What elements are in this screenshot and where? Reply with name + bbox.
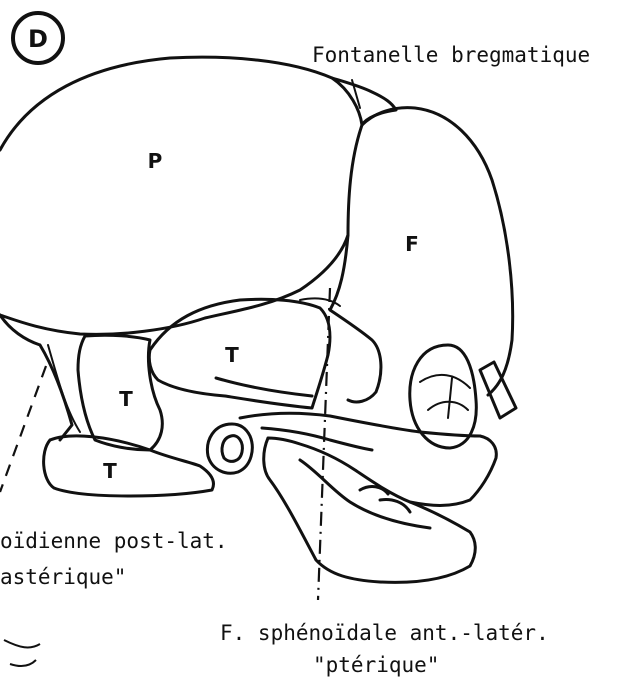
panel-label-text: D [28, 25, 48, 53]
orbit-inner-detail [420, 375, 470, 418]
temporal-mid-label: T [119, 387, 133, 411]
temporal-lower-label: T [103, 459, 117, 483]
posterior-plate-outline [0, 315, 72, 440]
temporal-upper-label: T [225, 343, 239, 367]
ear-canal-inner [222, 436, 242, 462]
frontal-label: F [405, 232, 419, 256]
nasal-bone-outline [480, 362, 516, 418]
ear-canal-outer [207, 424, 252, 473]
parietal-label: P [148, 149, 163, 173]
sphenoid-label-line2: "ptérique" [313, 653, 439, 677]
frontal-lower-edge [330, 235, 381, 402]
bregmatic-fontanelle-label: Fontanelle bregmatique [312, 43, 590, 67]
frontal-bone-outline [362, 108, 513, 395]
mandible-inner-line [300, 460, 430, 528]
temporal-lower-outline [44, 436, 214, 496]
temporal-upper-outline [149, 299, 330, 408]
mandible-outline [264, 438, 476, 582]
mastoid-pointer-line [0, 366, 46, 492]
mastoid-label-line1: oïdienne post-lat. [0, 529, 228, 553]
sphenoid-label-line1: F. sphénoïdale ant.-latér. [220, 621, 549, 645]
parietal-bone-outline [0, 57, 362, 334]
panel-label-badge: D [13, 13, 63, 63]
zygomatic-arch-outline [240, 413, 480, 436]
temporal-upper-inner-line [216, 378, 312, 396]
posterior-suture-line [48, 345, 80, 432]
mastoid-label-line2: astérique" [0, 565, 126, 589]
pterion-pointer-line [318, 288, 330, 600]
corner-mark [4, 640, 40, 666]
